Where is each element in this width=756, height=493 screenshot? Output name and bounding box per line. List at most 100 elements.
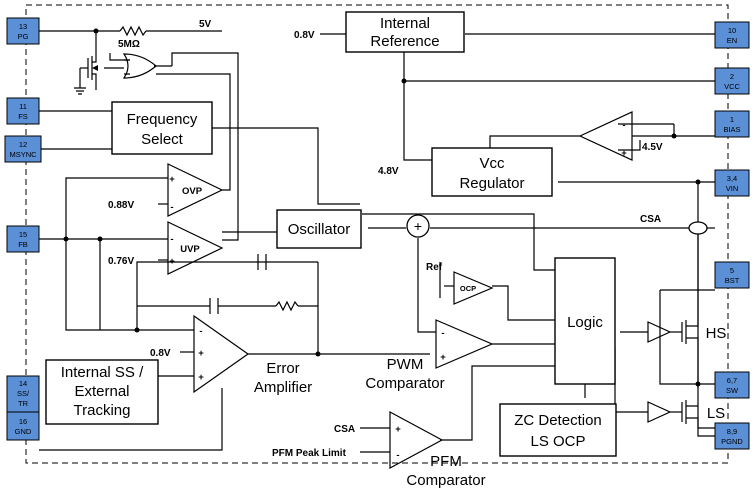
pin-label: PGND — [721, 437, 743, 446]
error-amplifier-label: Error — [266, 360, 299, 377]
pin-vcc: 2 VCC — [714, 67, 750, 95]
ovp-comparator: + - OVP — [167, 163, 224, 217]
plus-sign: + — [440, 352, 446, 363]
oscillator-block: Oscillator — [276, 209, 362, 249]
hs-driver-icon — [647, 321, 672, 343]
minus-sign: - — [199, 326, 202, 337]
pin-number: 2 — [730, 72, 734, 81]
label-csa: CSA — [640, 214, 661, 225]
error-amplifier: - + + — [193, 314, 250, 394]
pwm-comparator-label: Comparator — [365, 375, 444, 392]
pin-label: MSYNC — [9, 150, 37, 159]
block-label: Oscillator — [288, 221, 351, 238]
uvp-label: UVP — [180, 244, 200, 255]
label-4p8v: 4.8V — [378, 166, 399, 177]
pin-label: FB — [18, 240, 28, 249]
pin-number: 11 — [19, 102, 27, 111]
pin-bias: 1 BIAS — [714, 110, 750, 138]
plus-sign: + — [198, 372, 204, 383]
logic-block: Logic — [554, 257, 616, 385]
label-0p88v: 0.88V — [108, 200, 134, 211]
plus-sign: + — [198, 348, 204, 359]
label-csa-pfm: CSA — [334, 424, 355, 435]
pin-sw: 6,7 SW — [714, 371, 750, 399]
pin-number: 1 — [730, 115, 734, 124]
label-0p8v-ref: 0.8V — [294, 30, 315, 41]
pin-number: 5 — [730, 266, 734, 275]
label-5v: 5V — [199, 19, 212, 30]
pin-number: 6,7 — [727, 376, 737, 385]
pin-label: GND — [15, 427, 32, 436]
pin-label: SS/ — [17, 389, 30, 398]
plus-sign: + — [169, 174, 175, 185]
pin-label: TR — [18, 399, 29, 408]
label-4p5v: 4.5V — [642, 142, 663, 153]
current-sense-icon — [688, 221, 708, 235]
plus-sign: + — [395, 424, 401, 435]
pin-en: 10 EN — [714, 21, 750, 49]
minus-sign: - — [622, 120, 625, 131]
pin-number: 3,4 — [727, 174, 737, 183]
pfm-comparator-label: PFM — [430, 453, 462, 470]
or-gate-icon — [122, 53, 157, 79]
plus-sign: + — [621, 148, 627, 159]
zc-detection-block: ZC Detection LS OCP — [499, 403, 617, 457]
vcc-regulator-block: Vcc Regulator — [431, 147, 553, 197]
pin-number: 15 — [19, 230, 27, 239]
pin-number: 10 — [728, 26, 736, 35]
hs-label: HS — [706, 325, 727, 342]
ls-label: LS — [707, 405, 725, 422]
pwm-comparator: - + — [435, 319, 494, 369]
pin-label: VIN — [726, 184, 739, 193]
block-label: Logic — [567, 314, 603, 331]
uvp-comparator: - + UVP — [167, 221, 224, 275]
pfm-comparator-label: Comparator — [406, 472, 485, 489]
pin-fb: 15 FB — [6, 225, 40, 253]
minus-sign: - — [170, 234, 173, 245]
pwm-comparator-label: PWM — [387, 356, 424, 373]
pin-number: 12 — [19, 140, 27, 149]
ovp-label: OVP — [182, 186, 203, 197]
pin-pgnd: 8,9 PGND — [714, 422, 750, 450]
mosfet-arrow-icon — [92, 65, 98, 71]
minus-sign: - — [441, 328, 444, 339]
ls-driver-icon — [647, 401, 672, 423]
label-0p76v: 0.76V — [108, 256, 134, 267]
plus-sign: + — [414, 218, 422, 234]
pfm-comparator: + - — [389, 410, 444, 470]
block-label: Frequency — [127, 111, 198, 128]
block-label: Internal SS / — [61, 364, 144, 381]
pin-vin: 3,4 VIN — [714, 169, 750, 197]
pin-number: 8,9 — [727, 427, 737, 436]
label-ref: Ref — [426, 262, 443, 273]
pin-msync: 12 MSYNC — [4, 135, 42, 163]
pin-label: VCC — [724, 82, 740, 91]
ocp-label: OCP — [460, 284, 476, 293]
summing-node: + — [406, 214, 430, 238]
wires — [39, 25, 715, 453]
pin-number: 13 — [19, 22, 27, 31]
block-label: Select — [141, 131, 184, 148]
pin-label: FS — [18, 112, 28, 121]
label-pfm-peak-limit: PFM Peak Limit — [272, 448, 347, 459]
block-label: Vcc — [479, 155, 505, 172]
block-label: Internal — [380, 15, 430, 32]
internal-ss-block: Internal SS / External Tracking — [45, 359, 159, 425]
block-label: Reference — [370, 33, 439, 50]
block-label: External — [74, 383, 129, 400]
error-amplifier-label: Amplifier — [254, 379, 312, 396]
minus-sign: - — [396, 450, 399, 461]
pin-number: 14 — [19, 379, 27, 388]
block-label: Regulator — [459, 175, 524, 192]
label-0p8v-ea: 0.8V — [150, 348, 171, 359]
pin-label: PG — [18, 32, 29, 41]
vcc-bias-comparator: - + — [621, 120, 627, 159]
block-label: Tracking — [74, 402, 131, 419]
label-5mohm: 5MΩ — [118, 39, 140, 50]
ocp-comparator: OCP — [453, 271, 494, 305]
pin-bst: 5 BST — [714, 261, 750, 289]
pin-label: SW — [726, 386, 739, 395]
internal-reference-block: Internal Reference — [345, 11, 465, 53]
